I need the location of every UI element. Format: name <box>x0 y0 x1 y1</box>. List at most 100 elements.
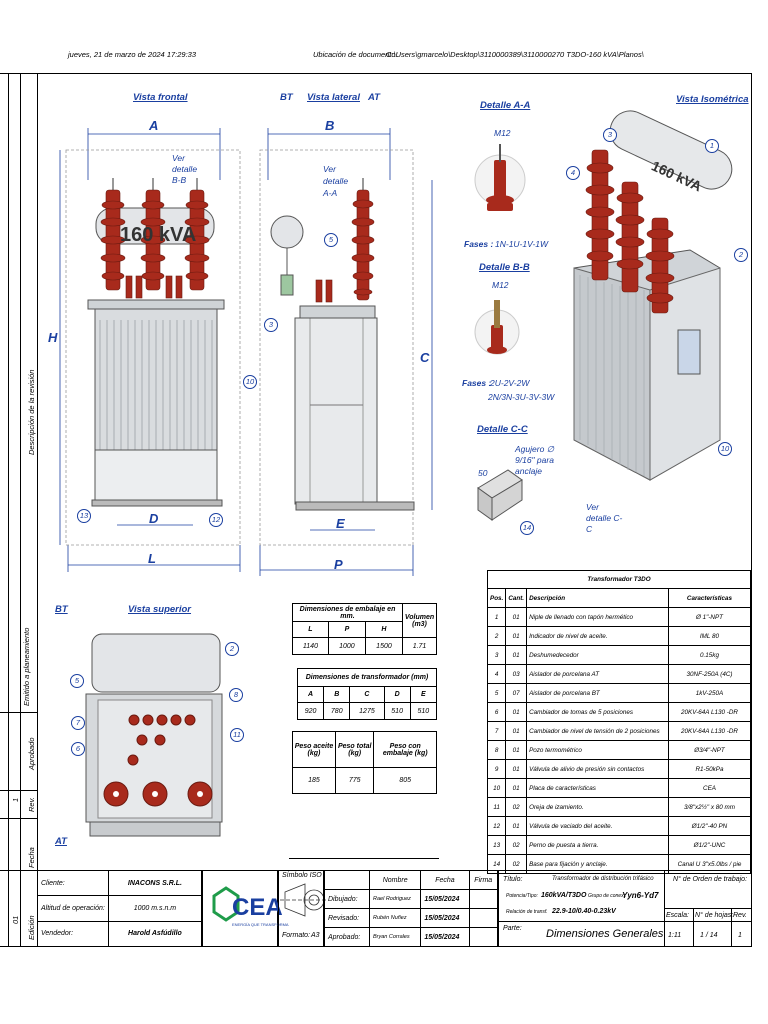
titulo-label: Título: <box>503 876 523 883</box>
dim-d: D <box>149 511 159 526</box>
parts-cell-caract: 0.15kg <box>668 645 751 665</box>
ver-detalle-aa-note: Ver detalle A-A <box>323 164 349 198</box>
dims-header-e: E <box>409 686 438 703</box>
client-block: Cliente:INACONS S.R.L. Altitud de operac… <box>37 869 203 948</box>
embalaje-table: Dimensiones de embalaje en mm. Volumen (… <box>292 603 437 655</box>
revision-description-label: Descripción de la revisión <box>27 369 36 455</box>
rev-side-value: 1 <box>11 797 20 802</box>
transformador-dims-title: Dimensiones de transformador (mm) <box>297 668 437 687</box>
embalaje-header-h: H <box>364 621 404 638</box>
transformador-dims-table: Dimensiones de transformador (mm) A B C … <box>296 668 438 720</box>
fases-a-value: 1N-1U-1V-1W <box>495 239 549 249</box>
grupo-value: Yyn6-Yd7 <box>622 891 659 900</box>
hojas-value: 1 / 14 <box>700 932 718 939</box>
parts-cell-desc: Perno de puesta a tierra. <box>526 835 669 855</box>
dims-header-b: B <box>323 686 351 703</box>
parts-cell-pos: 4 <box>486 664 507 684</box>
parts-cell-pos: 2 <box>486 626 507 646</box>
balloon-8: 8 <box>229 688 243 702</box>
potencia-label: Potencia/Tipo: <box>506 893 538 899</box>
parts-cell-caract: 20KV-64A L130 -DR <box>668 702 751 722</box>
parts-header-pos: Pos. <box>486 588 507 608</box>
tank-kva-label: 160 kVA <box>120 224 197 246</box>
parts-cell-caract: R1-50kPa <box>668 759 751 779</box>
parts-cell-caract: 3/8"x2½" x 80 mm <box>668 797 751 817</box>
dims-header-c: C <box>349 686 385 703</box>
company-logo: CEA <box>232 894 283 921</box>
balloon-7: 7 <box>71 716 85 730</box>
pesos-table: Peso aceite (kg) Peso total (kg) Peso co… <box>292 731 437 794</box>
parts-cell-desc: Niple de llenado con tapón hermético <box>526 607 669 627</box>
relacion-label: Relación de transf. <box>506 909 548 915</box>
fases-b-value-1: 2U-2V-2W <box>490 378 530 388</box>
parts-cell-desc: Aislador de porcelana BT <box>526 683 669 703</box>
vista-isometrica-title: Vista Isométrica <box>676 94 749 105</box>
dim-c: C <box>420 350 430 365</box>
parts-cell-desc: Cambiador de nivel de tensión de 2 posic… <box>526 721 669 741</box>
dim-50-note: 50 <box>478 468 488 478</box>
parts-cell-pos: 3 <box>486 645 507 665</box>
parts-cell-desc: Base para fijación y anclaje. <box>526 854 669 874</box>
peso-embalaje-value: 805 <box>373 767 437 794</box>
balloon-2: 2 <box>734 248 748 262</box>
parts-cell-caract: 20KV-64A L130 -DR <box>668 721 751 741</box>
revisado-label: Revisado: <box>324 908 370 928</box>
ver-detalle-cc-note: Ver detalle C-C <box>586 502 623 534</box>
balloon-11: 11 <box>230 728 244 742</box>
vista-lateral-title: Vista lateral <box>307 92 360 103</box>
detalle-bb-title: Detalle B-B <box>479 262 530 273</box>
altitud-label: Altitud de operación: <box>37 895 109 922</box>
orden-trabajo-label: N° de Orden de trabajo: <box>673 876 748 883</box>
parts-cell-desc: Placa de características <box>526 778 669 798</box>
balloon-3: 3 <box>603 128 617 142</box>
parts-cell-caract: Canal U 3"x5.0lbs / pie <box>668 854 751 874</box>
parts-cell-caract: Ø 1"-NPT <box>668 607 751 627</box>
volumen-header: Volumen (m3) <box>402 603 437 638</box>
relacion-value: 22.9-10/0.40-0.23kV <box>552 908 616 915</box>
dims-value-a: 920 <box>296 702 325 720</box>
dim-e: E <box>336 516 345 531</box>
aprobado-fecha: 15/05/2024 <box>420 927 470 947</box>
volumen-value: 1.71 <box>402 637 437 655</box>
dims-value-e: 510 <box>409 702 438 720</box>
parts-cell-pos: 10 <box>486 778 507 798</box>
dim-p: P <box>334 557 343 572</box>
embalaje-header-p: P <box>327 621 366 638</box>
parts-cell-cant: 01 <box>505 607 528 627</box>
parts-cell-pos: 6 <box>486 702 507 722</box>
parts-header-caract: Características <box>668 588 751 608</box>
drawing-sheet <box>0 73 752 947</box>
fecha-side-label: Fecha <box>27 847 36 868</box>
aprobado-value: Bryan Corrales <box>368 927 422 947</box>
company-logo-subtitle: ENERGÍA QUE TRANSFORMA <box>232 922 289 927</box>
document-location-label: Ubicación de documento: <box>313 50 398 59</box>
agujero-note: Agujero ∅ 9/16" para anclaje <box>515 444 555 476</box>
detalle-cc-title: Detalle C-C <box>477 424 528 435</box>
balloon-10: 10 <box>243 375 257 389</box>
balloon-6: 6 <box>71 742 85 756</box>
parts-cell-cant: 01 <box>505 759 528 779</box>
parts-cell-cant: 02 <box>505 835 528 855</box>
company-logo-box <box>202 870 278 947</box>
balloon-5: 5 <box>324 233 338 247</box>
rev-side-label: Rev. <box>27 797 36 812</box>
document-location-path: C:\Users\gmarcelo\Desktop\3110000389\311… <box>386 50 644 59</box>
parts-cell-cant: 02 <box>505 797 528 817</box>
fases-a-label: Fases : <box>464 239 494 249</box>
parts-cell-desc: Deshumedecedor <box>526 645 669 665</box>
ver-detalle-bb-note: Ver detalle B-B <box>172 153 198 185</box>
bt-label-lateral: BT <box>280 92 293 103</box>
fases-b-value-2: 2N/3N-3U-3V-3W <box>488 392 555 402</box>
parts-header-cant: Cant. <box>505 588 528 608</box>
dibujado-fecha: 15/05/2024 <box>420 889 470 909</box>
edicion-side-value: 01 <box>11 915 20 924</box>
balloon-13: 13 <box>77 509 91 523</box>
fases-b-label: Fases : <box>462 378 492 388</box>
